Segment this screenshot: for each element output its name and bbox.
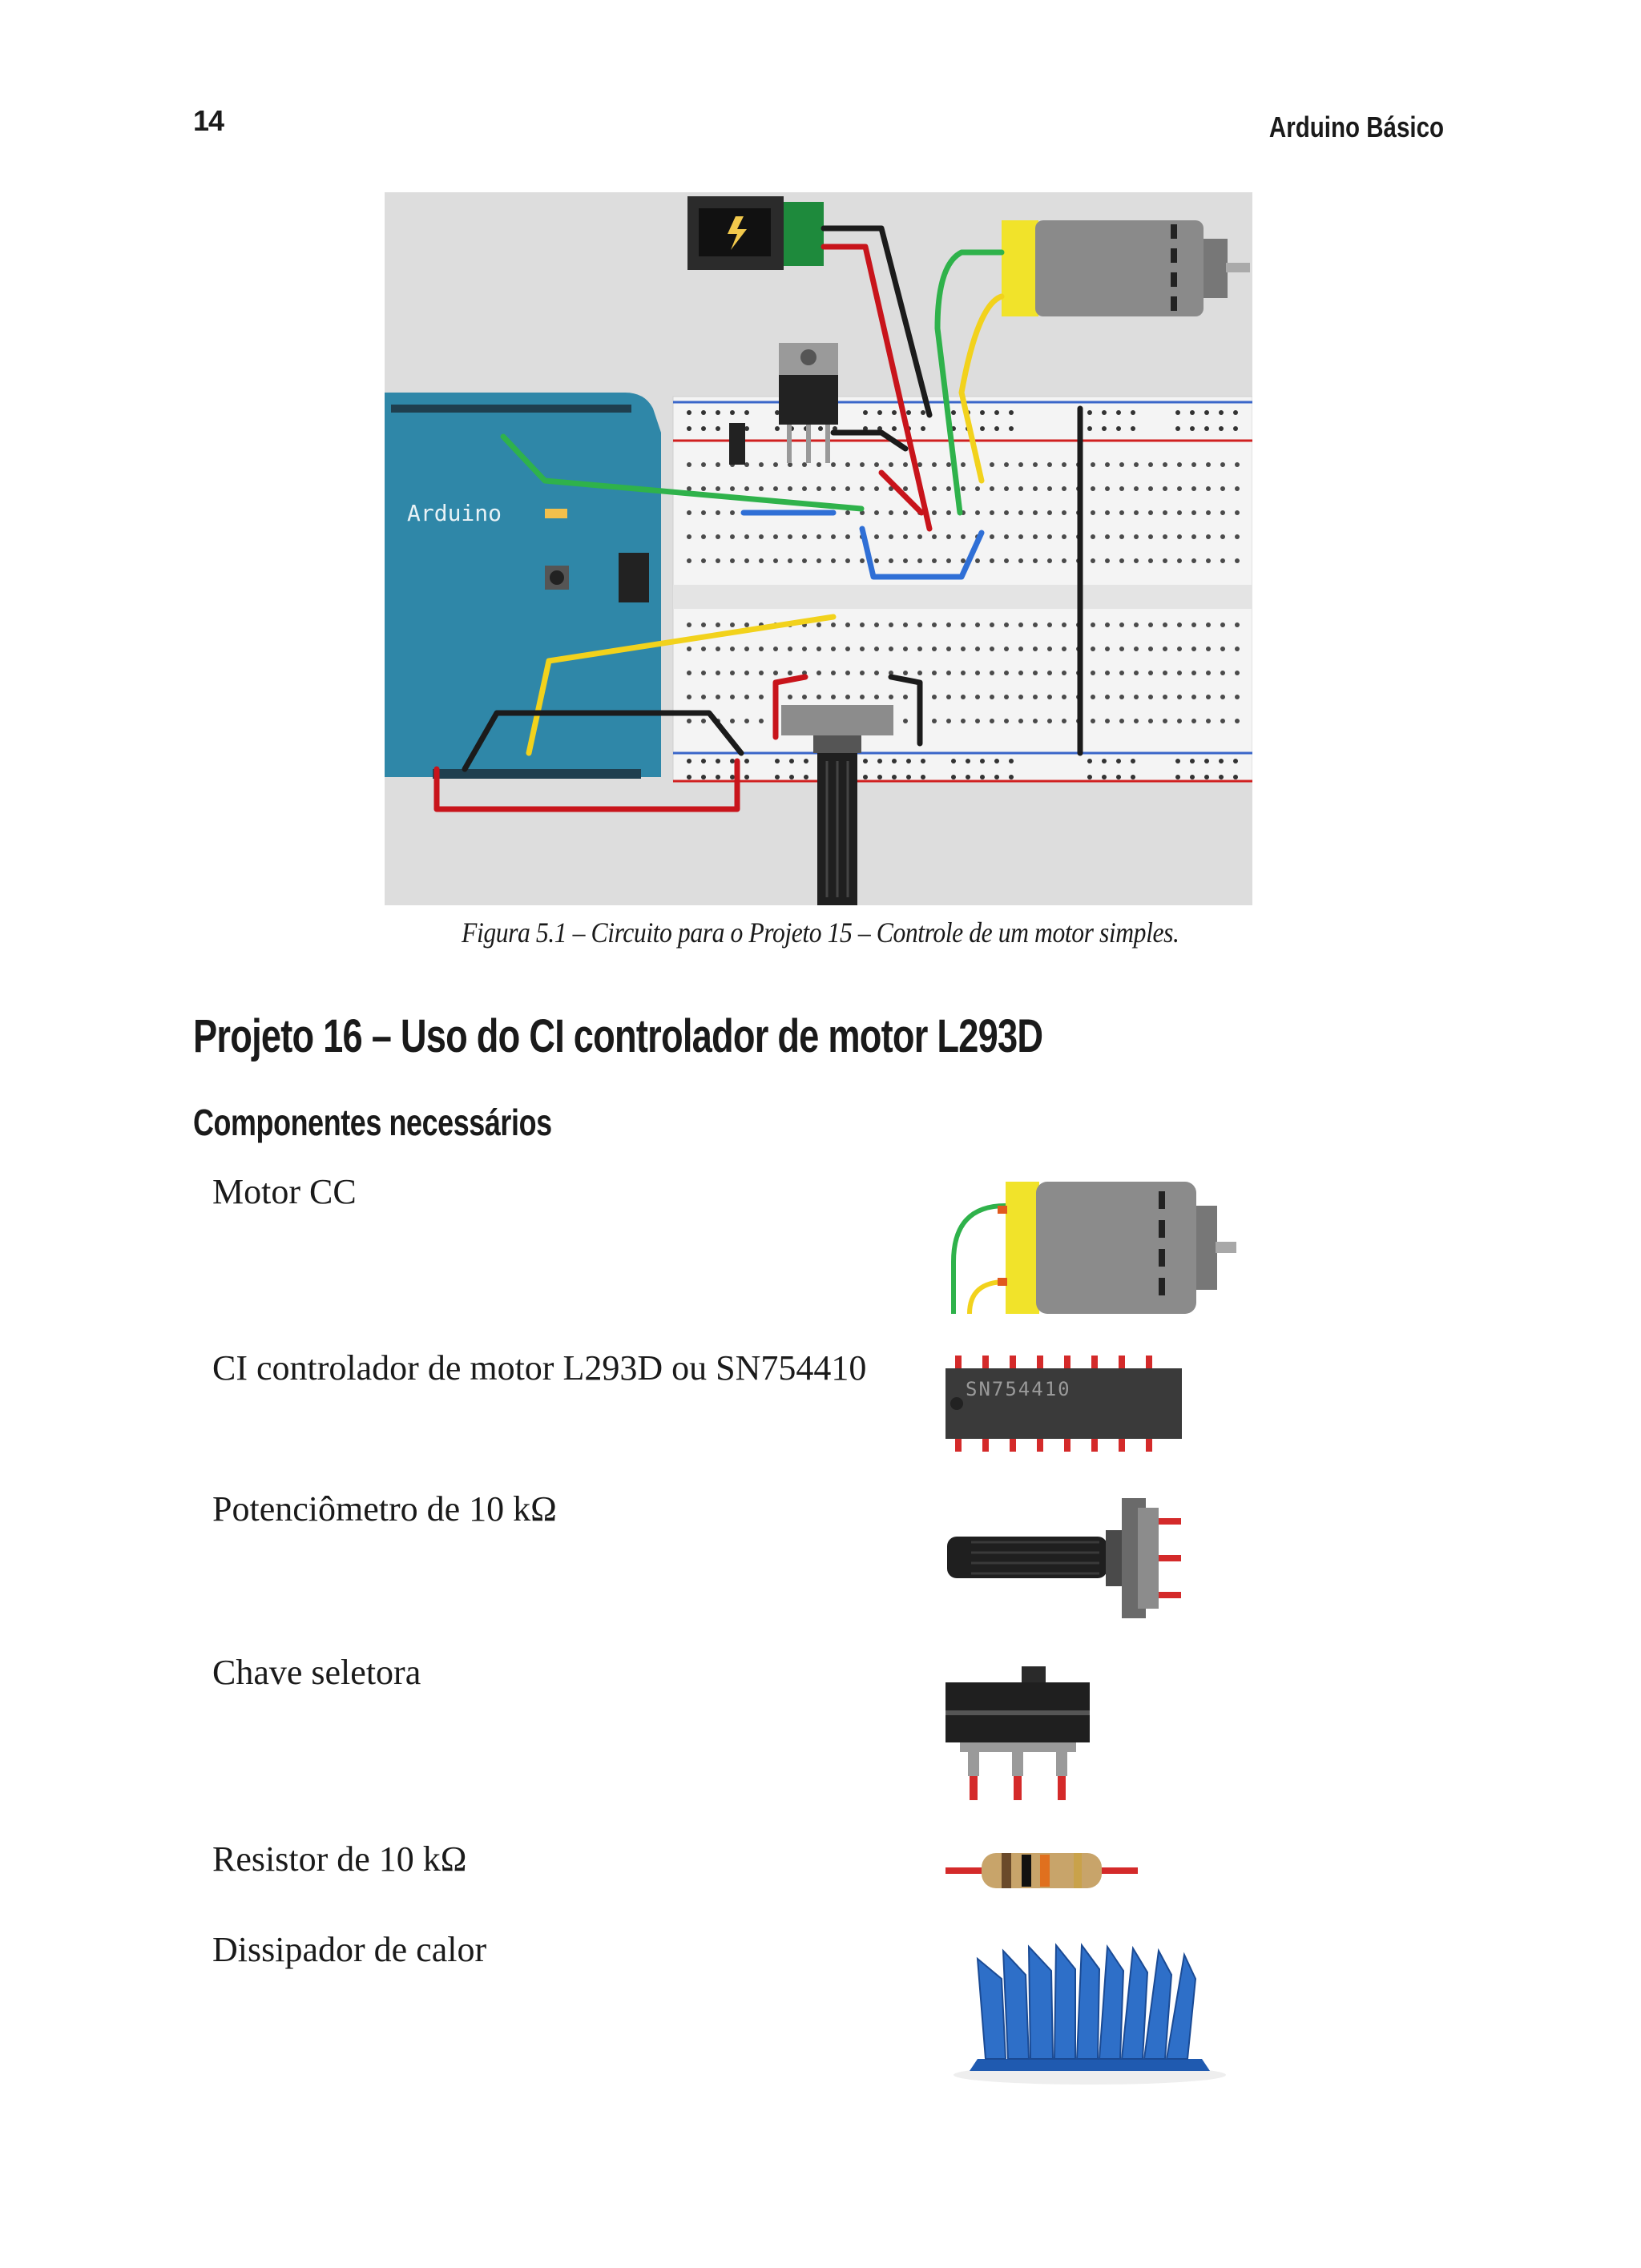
power-jack xyxy=(687,196,824,270)
motor-in-figure xyxy=(1002,220,1250,316)
page-number: 14 xyxy=(193,104,224,137)
potentiometer-in-figure xyxy=(781,705,893,905)
ic-chip-icon: SN754410 xyxy=(945,1356,1182,1452)
resistor-icon xyxy=(945,1853,1138,1888)
slide-switch-icon xyxy=(945,1666,1090,1800)
section-title: Projeto 16 – Uso do CI controlador de mo… xyxy=(193,1010,1043,1062)
diode xyxy=(729,423,745,465)
breadboard xyxy=(672,396,1252,783)
component-label-ic: CI controlador de motor L293D ou SN75441… xyxy=(212,1348,867,1388)
dc-motor-icon xyxy=(951,1182,1236,1315)
component-label-resistor: Resistor de 10 kΩ xyxy=(212,1839,467,1879)
figure-caption: Figura 5.1 – Circuito para o Projeto 15 … xyxy=(462,916,1179,949)
component-label-switch: Chave seletora xyxy=(212,1653,421,1692)
voltage-regulator xyxy=(779,343,838,463)
component-label-motor: Motor CC xyxy=(212,1172,357,1211)
component-label-heatsink: Dissipador de calor xyxy=(212,1930,487,1969)
heat-sink-icon xyxy=(954,1943,1226,2085)
wires xyxy=(433,225,1083,812)
ic-chip-text: SN754410 xyxy=(966,1378,1071,1400)
potentiometer-icon xyxy=(947,1498,1181,1618)
arduino-label: Arduino xyxy=(407,500,502,526)
circuit-figure: Arduino xyxy=(385,192,1252,905)
arduino-board: Arduino xyxy=(385,393,661,779)
component-label-potentiometer: Potenciômetro de 10 kΩ xyxy=(212,1489,557,1529)
running-head: Arduino Básico xyxy=(1268,111,1444,143)
section-subtitle: Componentes necessários xyxy=(193,1102,552,1143)
